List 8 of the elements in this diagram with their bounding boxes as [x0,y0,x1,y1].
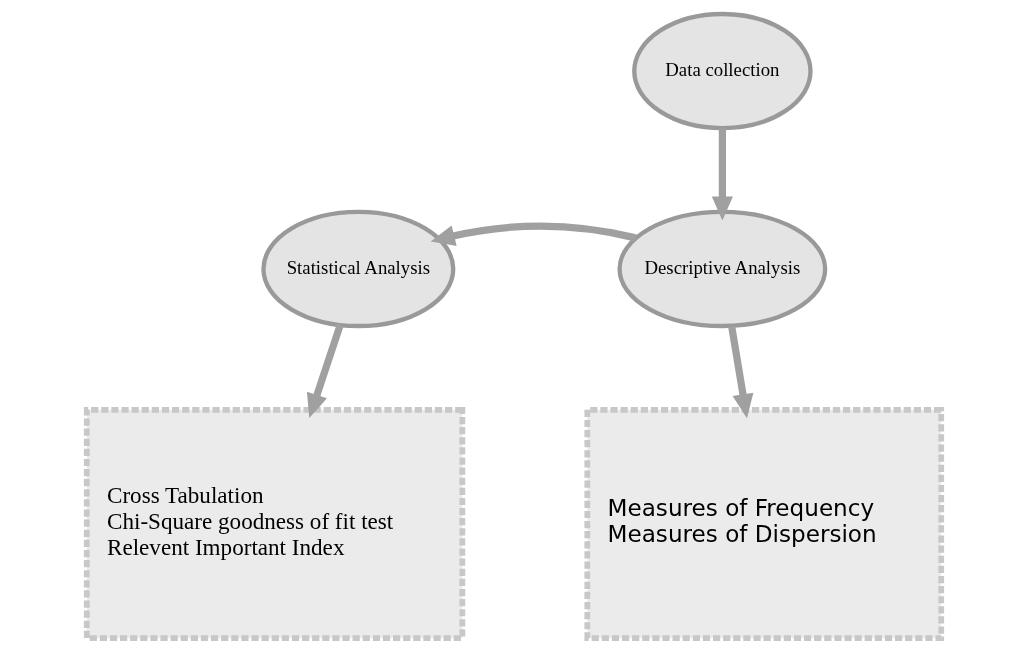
node-box: Cross Tabulation Chi-Square goodness of fit test Relevent Important Index [83,406,466,641]
arrow [430,222,637,246]
arrow [306,323,344,418]
arrow [711,128,733,221]
arrow [728,325,754,419]
node-ellipse: Descriptive Analysis [617,209,828,329]
node-ellipse: Data collection [632,11,813,131]
node-box: Measures of Frequency Measures of Dispersion [584,406,945,641]
